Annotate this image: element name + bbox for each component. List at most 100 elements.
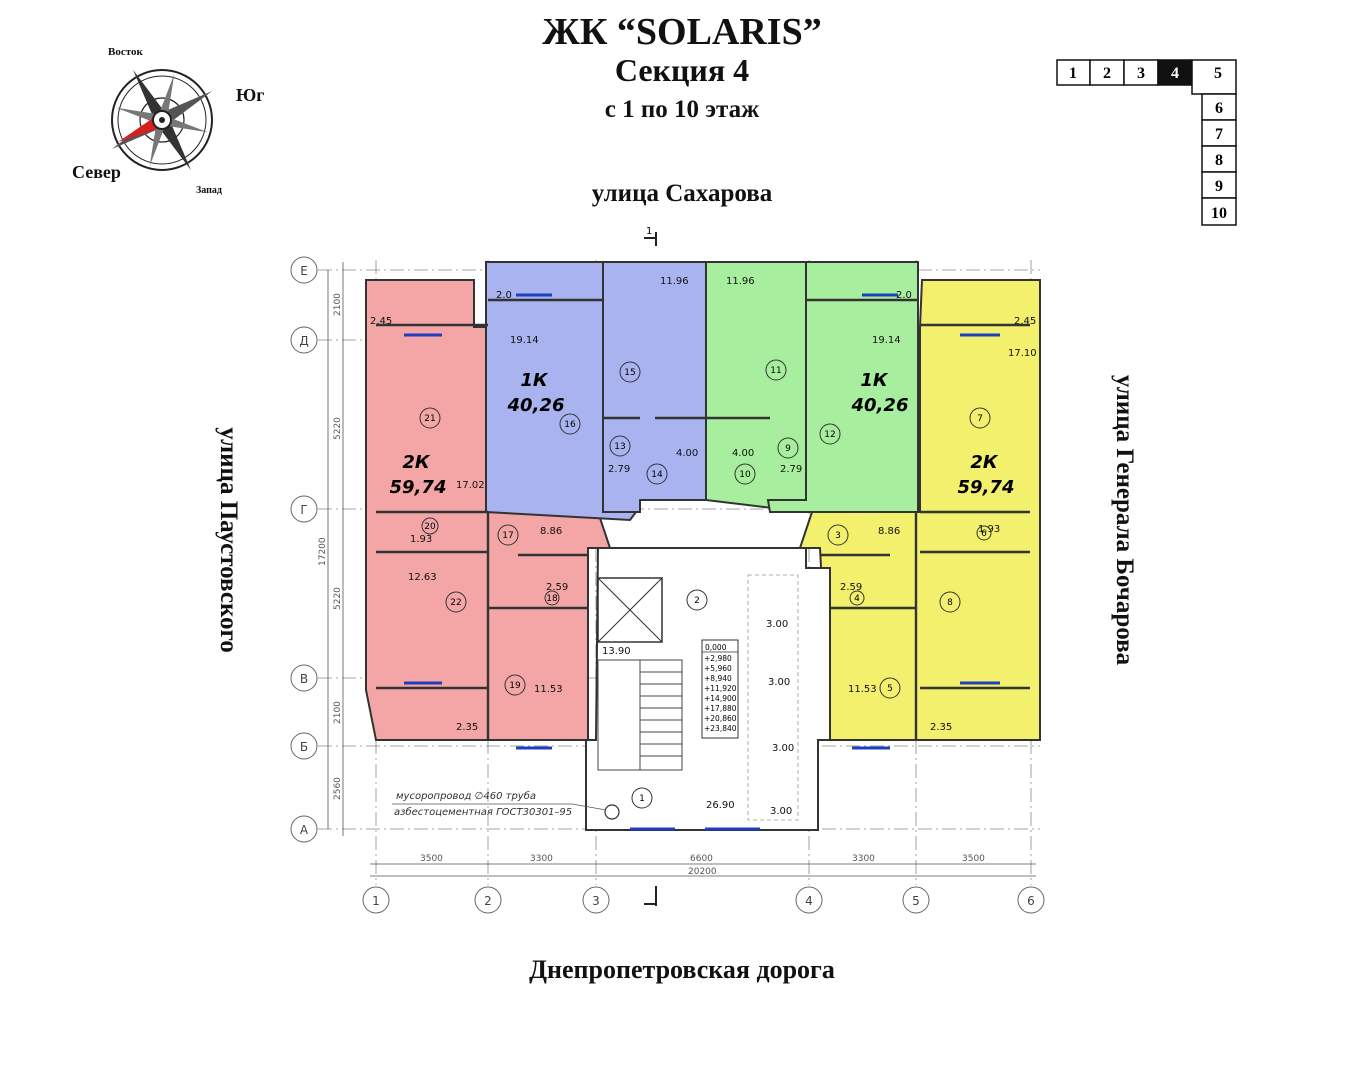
room-number: 20 — [424, 522, 436, 532]
elevation: +23,840 — [704, 724, 737, 733]
staircase — [597, 659, 683, 771]
chute-note-line1: мусоропровод ∅460 труба — [396, 790, 536, 802]
compass-east-label: Восток — [108, 46, 143, 58]
complex-title: ЖК “SOLARIS” — [542, 11, 822, 53]
apartment-2k-right[interactable] — [798, 279, 1041, 741]
room-number: 1 — [639, 794, 645, 804]
room-number: 18 — [546, 594, 558, 604]
room-number: 4 — [854, 594, 860, 604]
axis-row-label: Е — [300, 264, 308, 278]
dim-horizontal: 3500 — [962, 854, 985, 864]
dim-vertical: 5220 — [333, 587, 343, 610]
elevation-table: 0,000 +2,980 +5,960 +8,940 +11,920 +14,9… — [701, 639, 739, 739]
room-number: 9 — [785, 444, 791, 454]
dim-horizontal: 3500 — [420, 854, 443, 864]
room-number: 17 — [502, 531, 513, 541]
room-area: 11.96 — [660, 276, 689, 287]
axis-col-label: 5 — [912, 894, 920, 908]
axis-row-label: Б — [300, 740, 308, 754]
section-cut-marks — [644, 232, 657, 906]
apartment-1k-right[interactable] — [766, 261, 919, 513]
compass-rose-icon — [111, 69, 213, 171]
section-num: 9 — [1215, 178, 1223, 195]
section-num-active: 4 — [1171, 65, 1179, 82]
room-number: 13 — [614, 442, 625, 452]
street-top-label: улица Сахарова — [591, 180, 773, 207]
room-area: 3.00 — [772, 743, 794, 754]
room-area: 1.93 — [410, 534, 432, 545]
axis-row-label: А — [300, 823, 309, 837]
apartment-area: 59,74 — [958, 477, 1015, 498]
room-number: 8 — [947, 598, 953, 608]
elevation: +17,880 — [704, 704, 737, 713]
room-area: 3.00 — [768, 677, 790, 688]
room-area: 2.45 — [1014, 316, 1036, 327]
elevation: +2,980 — [704, 654, 732, 663]
apartment-type: 1К — [520, 370, 549, 391]
col-axes: 1 2 3 4 5 6 — [362, 886, 1045, 914]
room-number: 19 — [509, 681, 521, 691]
axis-col-label: 4 — [805, 894, 813, 908]
dim-vertical: 2560 — [333, 777, 343, 800]
elevator-shaft — [597, 577, 663, 643]
dimension-labels: 2100 5220 5220 2100 2560 17200 3500 3300… — [318, 293, 985, 877]
elevation: +8,940 — [704, 674, 732, 683]
dim-horizontal: 6600 — [690, 854, 713, 864]
section-cell-1[interactable] — [1056, 59, 1091, 86]
dim-vertical-total: 17200 — [318, 537, 328, 566]
section-cut-label: 1 — [646, 226, 652, 237]
section-num: 10 — [1211, 205, 1227, 222]
room-area: 1.93 — [978, 524, 1000, 535]
section-navigator: 1 2 3 4 5 6 7 8 9 10 — [1056, 59, 1237, 226]
section-cell-8[interactable] — [1201, 145, 1237, 173]
room-area-labels: 2.45 17.02 1.93 12.63 2.35 8.86 2.59 11.… — [370, 276, 1037, 817]
room-area: 2.0 — [496, 290, 512, 301]
section-num: 5 — [1214, 65, 1222, 82]
room-area: 2.0 — [896, 290, 912, 301]
room-number: 7 — [977, 414, 983, 424]
room-numbers: 21 20 22 17 18 19 16 15 13 14 11 10 9 12… — [419, 359, 992, 809]
room-number: 11 — [770, 366, 781, 376]
chute-note-line2: азбестоцементная ГОСТ30301–95 — [394, 806, 572, 818]
section-num: 8 — [1215, 152, 1223, 169]
elevation: +14,900 — [704, 694, 737, 703]
axis-col-label: 6 — [1027, 894, 1035, 908]
axis-col-label: 1 — [372, 894, 380, 908]
room-area: 11.53 — [534, 684, 563, 695]
section-cell-7[interactable] — [1201, 119, 1237, 147]
room-area: 19.14 — [872, 335, 901, 346]
section-cell-4-active[interactable] — [1157, 59, 1193, 86]
room-number: 6 — [981, 529, 987, 539]
room-number: 21 — [424, 414, 435, 424]
room-area: 2.79 — [608, 464, 630, 475]
room-area: 12.63 — [408, 572, 437, 583]
dimension-lines — [327, 262, 1036, 877]
room-number: 5 — [887, 684, 893, 694]
section-cell-10[interactable] — [1201, 197, 1237, 226]
street-bottom-label: Днепропетровская дорога — [529, 955, 835, 984]
section-title: Секция 4 — [614, 52, 750, 88]
room-area: 2.35 — [930, 722, 952, 733]
apartments — [365, 261, 1041, 741]
room-area: 2.59 — [546, 582, 568, 593]
room-number: 2 — [694, 596, 700, 606]
axis-row-label: В — [300, 672, 308, 686]
chute-note: мусоропровод ∅460 труба азбестоцементная… — [392, 790, 607, 818]
section-cell-2[interactable] — [1089, 59, 1125, 86]
room-area: 4.00 — [732, 448, 754, 459]
apartment-type: 2К — [402, 452, 431, 473]
room-number: 10 — [739, 470, 751, 480]
apartment-type: 1К — [860, 370, 889, 391]
floors-subtitle: с 1 по 10 этаж — [604, 96, 760, 123]
elevation: +11,920 — [704, 684, 737, 693]
elevation: +5,960 — [704, 664, 732, 673]
chute-icon — [604, 804, 620, 820]
room-number: 14 — [651, 470, 663, 480]
axis-row-label: Г — [300, 503, 307, 517]
room-area: 4.00 — [676, 448, 698, 459]
room-area: 3.00 — [766, 619, 788, 630]
dim-horizontal: 3300 — [530, 854, 553, 864]
room-area: 17.10 — [1008, 348, 1037, 359]
room-number: 22 — [450, 598, 461, 608]
room-area: 2.35 — [456, 722, 478, 733]
